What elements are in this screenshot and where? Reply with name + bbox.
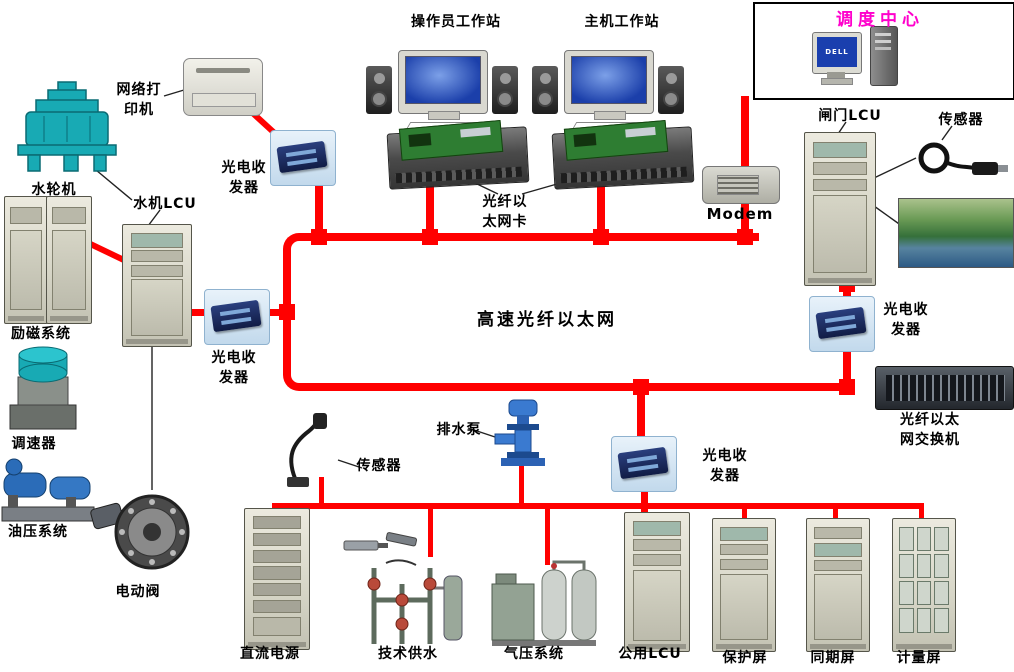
- speaker-icon: [366, 66, 392, 114]
- dispatch-center-label: 调度中心: [836, 10, 924, 30]
- common-lcu-cabinet: [624, 512, 690, 652]
- bus-drop-transceiver4: [637, 391, 645, 438]
- fiber-nic-server1-graphic: [386, 119, 530, 190]
- hydro-lcu-label: 水机LCU: [133, 196, 197, 212]
- bus-riser-modem-dispatch: [741, 96, 749, 233]
- transceiver1-label: 光电收 发器: [221, 160, 267, 197]
- bus-node: [839, 379, 855, 395]
- bus-riser-transceiver1: [315, 183, 323, 233]
- sync-panel-label: 同期屏: [810, 650, 856, 666]
- transceiver4-label: 光电收 发器: [702, 448, 748, 485]
- gate-lcu-label: 闸门LCU: [818, 108, 882, 124]
- bus-node: [633, 379, 649, 395]
- sensor-bottom-graphic: [287, 413, 327, 487]
- bus-drop-tech-water: [428, 509, 433, 557]
- speaker-icon: [658, 66, 684, 114]
- bus-drop-air-system: [545, 509, 550, 565]
- network-printer-label: 网络打 印机: [116, 82, 162, 119]
- operator-workstation-label: 操作员工作站: [411, 14, 501, 30]
- modem-label: Modem: [706, 205, 774, 223]
- bus-riser-server2: [597, 182, 605, 233]
- water-turbine-graphic: [17, 81, 117, 172]
- air-system-graphic: [491, 560, 597, 646]
- metering-panel-cabinet: [892, 518, 956, 652]
- transceiver3-label: 光电收 发器: [883, 302, 929, 339]
- bus-bottom-segment: [299, 383, 852, 391]
- monitor-icon: DELL: [812, 32, 862, 74]
- sync-panel-cabinet: [806, 518, 870, 652]
- operator-workstation-graphic: [366, 50, 518, 138]
- optical-transceiver2-graphic: [204, 289, 270, 345]
- excitation-label: 励磁系统: [11, 326, 71, 342]
- bus-link-common-lcu: [641, 488, 648, 514]
- electric-valve-label: 电动阀: [115, 584, 161, 600]
- common-lcu-label: 公用LCU: [618, 646, 682, 662]
- drain-pump-label: 排水泵: [436, 422, 482, 438]
- optical-transceiver3-graphic: [809, 296, 875, 352]
- dc-power-cabinet: [244, 508, 310, 650]
- turbine-label: 水轮机: [31, 182, 77, 198]
- fiber-switch-label: 光纤以太 网交换机: [900, 412, 960, 449]
- sensor-top-graphic: [918, 142, 1008, 175]
- optical-transceiver1-graphic: [270, 130, 336, 186]
- drain-pump-graphic: [494, 399, 545, 466]
- tech-water-label: 技术供水: [378, 646, 438, 662]
- bus-node: [737, 229, 753, 245]
- transceiver2-label: 光电收 发器: [211, 350, 257, 387]
- monitor-icon: [398, 50, 488, 120]
- bus-node: [311, 229, 327, 245]
- bus-up-sensor: [319, 477, 324, 503]
- bus-drop-metering: [919, 509, 924, 523]
- tech-water-graphic: [367, 568, 463, 644]
- protection-panel-cabinet: [712, 518, 776, 652]
- bus-riser-server1: [426, 182, 434, 233]
- dc-power-label: 直流电源: [240, 646, 300, 662]
- oil-pressure-graphic: [1, 458, 95, 522]
- dell-screen: DELL: [817, 37, 857, 67]
- modem-graphic: [702, 166, 780, 204]
- bus-drop-sync: [833, 509, 838, 523]
- fiber-switch-graphic: [875, 366, 1014, 410]
- speaker-icon: [532, 66, 558, 114]
- bus-node: [422, 229, 438, 245]
- oil-pressure-label: 油压系统: [8, 524, 68, 540]
- excitation-cabinet-left: [4, 196, 48, 324]
- meter-grid: [899, 526, 949, 633]
- optical-transceiver4-graphic: [611, 436, 677, 492]
- protection-panel-label: 保护屏: [722, 650, 768, 666]
- metering-panel-label: 计量屏: [896, 650, 942, 666]
- bus-up-drain-pump: [519, 464, 524, 503]
- hydro-lcu-cabinet: [122, 224, 192, 347]
- bus-top-segment: [299, 233, 759, 241]
- monitor-icon: [564, 50, 654, 120]
- fiber-nic-label: 光纤以 太网卡: [482, 194, 528, 231]
- bus-distribution-line: [272, 503, 924, 509]
- dam-photo: [898, 198, 1014, 268]
- network-printer-graphic: [183, 58, 263, 116]
- speaker-icon: [492, 66, 518, 114]
- fiber-nic-server2-graphic: [551, 119, 695, 190]
- governor-label: 调速器: [11, 436, 57, 452]
- sensor-top-label: 传感器: [938, 112, 984, 128]
- air-system-label: 气压系统: [504, 646, 564, 662]
- electric-valve-graphic: [90, 494, 190, 570]
- bus-node: [279, 304, 295, 320]
- backbone-label: 高速光纤以太网: [477, 310, 617, 330]
- computer-tower-icon: [870, 26, 898, 86]
- host-workstation-graphic: [532, 50, 684, 138]
- sensor-bottom-label: 传感器: [356, 458, 402, 474]
- bus-node: [593, 229, 609, 245]
- sensor-probes-graphic: [343, 532, 418, 566]
- excitation-cabinet-right: [46, 196, 92, 324]
- bus-drop-protection: [742, 509, 747, 523]
- governor-graphic: [9, 346, 77, 430]
- dispatch-computer-graphic: DELL: [812, 26, 904, 92]
- host-workstation-label: 主机工作站: [584, 14, 660, 30]
- gate-lcu-cabinet: [804, 132, 876, 286]
